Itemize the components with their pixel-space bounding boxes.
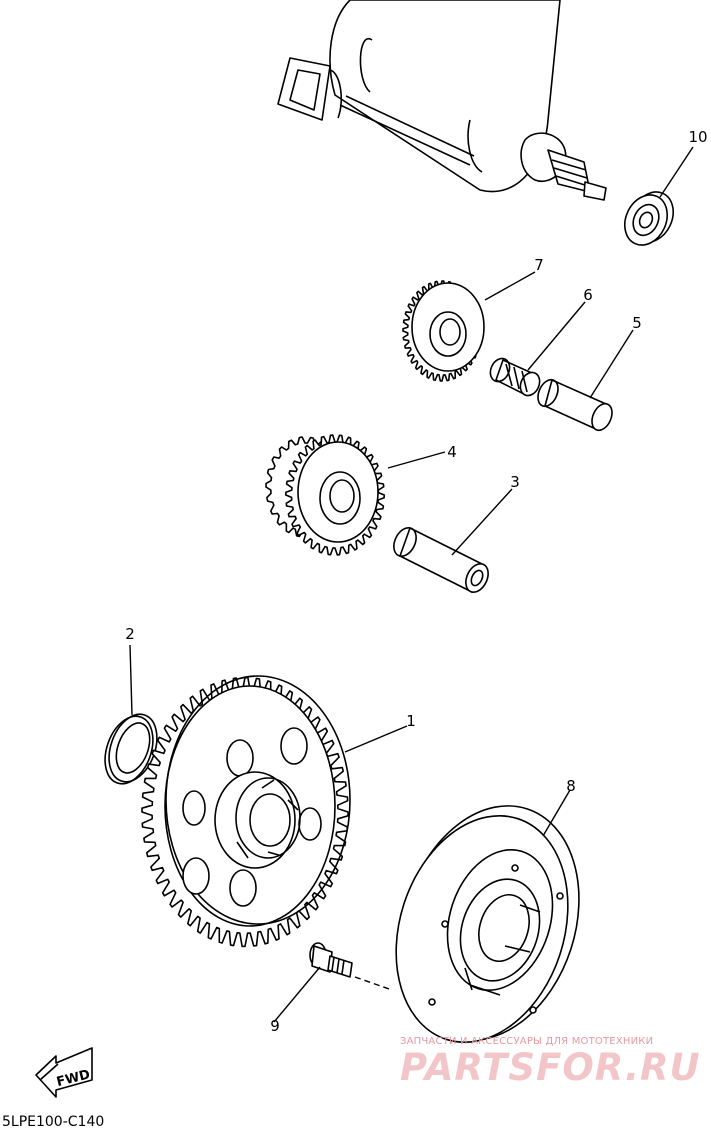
- shaft-part-3: [393, 527, 489, 593]
- bearing-part-10: [624, 191, 674, 246]
- fwd-arrow-icon: FWD: [35, 1047, 93, 1098]
- leader-lines: [129, 146, 694, 1023]
- gear-part-4: [265, 434, 385, 556]
- starter-motor: [277, 0, 607, 201]
- watermark-logo: PARTSFOR.RU: [400, 1046, 701, 1089]
- callout-8: 8: [566, 777, 576, 795]
- washer-part-2: [104, 713, 158, 785]
- callout-10: 10: [688, 128, 707, 146]
- callout-4: 4: [447, 443, 457, 461]
- gear-part-7: [402, 280, 485, 382]
- diagram-code: 5LPE100-C140: [2, 1114, 105, 1130]
- watermark-tagline: ЗАПЧАСТИ И АКСЕССУАРЫ ДЛЯ МОТОТЕХНИКИ: [400, 1036, 654, 1047]
- callout-1: 1: [406, 712, 416, 730]
- callout-3: 3: [510, 473, 520, 491]
- wheel-gear-part-1: [141, 675, 351, 948]
- needle-bearing-part-6: [489, 357, 541, 397]
- clutch-plate-part-8: [395, 805, 580, 1043]
- callout-2: 2: [125, 625, 135, 643]
- callout-6: 6: [583, 286, 593, 304]
- callout-9: 9: [270, 1017, 280, 1035]
- callout-5: 5: [632, 314, 642, 332]
- shaft-part-5: [537, 378, 613, 432]
- callouts: 10 7 6 5 4 3 2 1 8 9: [125, 128, 707, 1035]
- callout-7: 7: [534, 256, 544, 274]
- bolt-part-9: [309, 942, 353, 978]
